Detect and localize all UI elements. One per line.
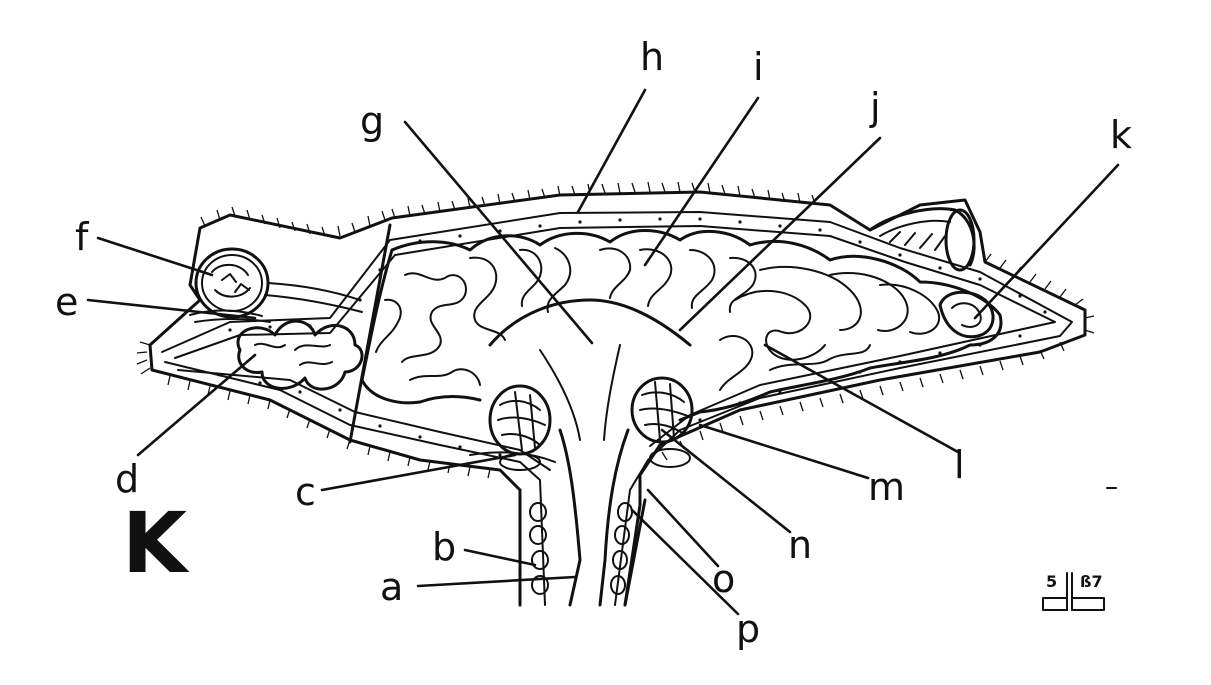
label-j: j	[869, 85, 881, 129]
label-f: f	[75, 215, 90, 259]
leader-h	[576, 88, 647, 214]
label-g: g	[360, 99, 384, 143]
brain-convolutions	[360, 229, 1003, 422]
leader-b	[463, 548, 537, 567]
ganglia	[488, 376, 694, 456]
label-b: b	[432, 525, 456, 569]
label-o: o	[712, 557, 735, 601]
artist-monogram: 5 ß7	[1042, 572, 1105, 611]
labels: a b c d e f g h i j k l m n o p	[55, 35, 1132, 651]
leader-g	[403, 120, 594, 345]
label-c: c	[295, 470, 316, 514]
label-l: l	[954, 443, 965, 487]
label-n: n	[788, 523, 812, 567]
monogram-right: ß7	[1080, 572, 1103, 591]
skin-outline	[136, 181, 1095, 607]
olfactory-structure	[189, 309, 271, 323]
spinal-column	[518, 488, 647, 607]
leader-m	[698, 423, 870, 480]
leader-c	[320, 453, 517, 492]
label-a: a	[380, 565, 403, 609]
eyeball	[194, 247, 363, 319]
monogram-left: 5	[1046, 572, 1057, 591]
label-m: m	[868, 465, 905, 509]
leader-d	[136, 353, 257, 457]
leader-lines	[86, 88, 1120, 616]
leader-f	[96, 236, 214, 277]
label-k: k	[1110, 113, 1132, 157]
meninges	[469, 448, 691, 471]
label-e: e	[55, 280, 78, 324]
olfactory-bulb-convolutions	[236, 319, 364, 391]
leader-n	[660, 428, 792, 534]
horn-structure	[868, 207, 976, 272]
leader-p	[630, 508, 740, 616]
leader-k	[973, 163, 1120, 320]
leader-l	[763, 343, 960, 454]
figure-letter: K	[122, 494, 190, 592]
leader-j	[678, 136, 882, 332]
leader-a	[416, 575, 577, 588]
label-d: d	[115, 457, 139, 501]
leader-i	[643, 96, 760, 267]
brainstem	[488, 298, 692, 607]
leader-e	[86, 298, 257, 320]
leader-o	[646, 488, 720, 568]
label-h: h	[640, 35, 664, 79]
label-p: p	[736, 607, 760, 651]
label-i: i	[753, 45, 764, 89]
